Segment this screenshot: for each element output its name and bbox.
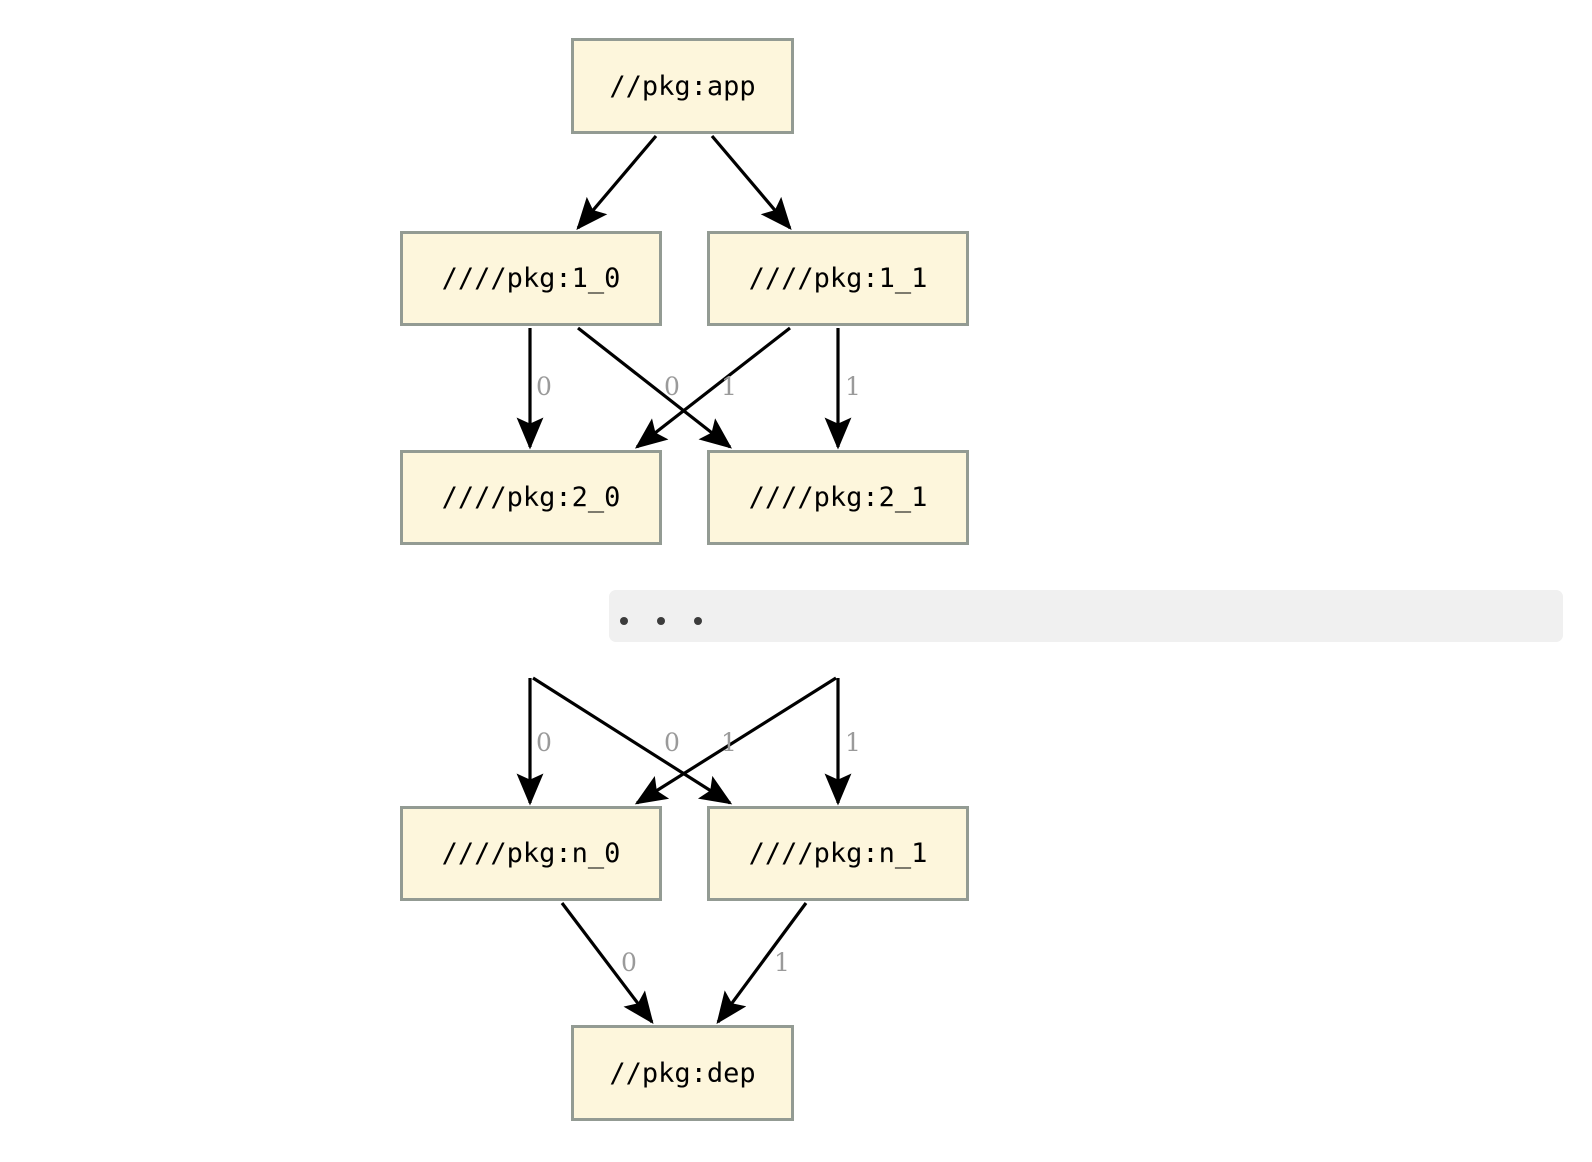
node-pkg-n-1[interactable]: ////pkg:n_1 (707, 806, 969, 901)
edge-label: 0 (536, 372, 552, 401)
edge-line (532, 676, 733, 805)
node-label: ////pkg:1_1 (748, 263, 928, 294)
edge-label: 1 (774, 948, 790, 977)
node-label: ////pkg:n_1 (748, 838, 928, 869)
ellipsis-dot (657, 617, 665, 625)
node-pkg-1-0[interactable]: ////pkg:1_0 (400, 231, 662, 326)
edge-label: 1 (845, 372, 861, 401)
edge-line (716, 902, 808, 1025)
node-label: //pkg:dep (609, 1057, 756, 1089)
node-pkg-app[interactable]: //pkg:app (571, 38, 794, 134)
edge-line (560, 902, 654, 1025)
edge-label: 0 (621, 948, 637, 977)
node-pkg-1-1[interactable]: ////pkg:1_1 (707, 231, 969, 326)
ellipsis-dot (620, 617, 628, 625)
edge-label: 1 (845, 728, 861, 757)
node-pkg-2-0[interactable]: ////pkg:2_0 (400, 450, 662, 545)
node-label: ////pkg:1_0 (441, 263, 621, 294)
edge-line (634, 326, 791, 449)
edge-line (576, 134, 658, 230)
node-pkg-n-0[interactable]: ////pkg:n_0 (400, 806, 662, 901)
node-label: ////pkg:2_1 (748, 482, 928, 513)
edge-line (577, 326, 733, 449)
node-label: //pkg:app (609, 70, 756, 102)
edge-label: 0 (536, 728, 552, 757)
node-label: ////pkg:2_0 (441, 482, 621, 513)
node-pkg-dep[interactable]: //pkg:dep (571, 1025, 794, 1121)
truncation-band (609, 590, 1563, 642)
node-pkg-2-1[interactable]: ////pkg:2_1 (707, 450, 969, 545)
edge-line (634, 676, 837, 805)
ellipsis-dots (620, 617, 702, 625)
edge-label: 0 (664, 728, 680, 757)
edge-line (710, 134, 792, 230)
node-label: ////pkg:n_0 (441, 838, 621, 869)
edge-lines (516, 134, 852, 1025)
ellipsis-dot (694, 617, 702, 625)
edge-label: 1 (721, 372, 737, 401)
edge-label: 0 (664, 372, 680, 401)
edge-label: 1 (721, 728, 737, 757)
